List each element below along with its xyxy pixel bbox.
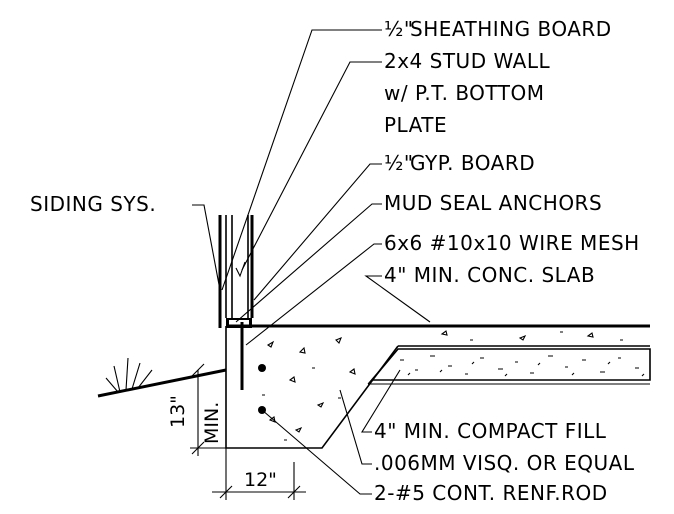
label-sheathing: SHEATHING BOARD bbox=[410, 17, 612, 41]
label-gyp-fraction: ½" bbox=[384, 151, 414, 175]
label-siding: SIDING SYS. bbox=[30, 192, 156, 216]
label-slab: 4" MIN. CONC. SLAB bbox=[384, 263, 595, 287]
dimension-depth-note: MIN. bbox=[201, 402, 223, 444]
leader-lines bbox=[192, 29, 431, 495]
label-rebar: 2-#5 CONT. RENF.ROD bbox=[374, 481, 608, 505]
label-stud-wall-2: w/ P.T. BOTTOM bbox=[384, 81, 545, 105]
label-compact-fill: 4" MIN. COMPACT FILL bbox=[374, 419, 607, 443]
grade-line bbox=[97, 357, 227, 398]
dimension-width-value: 12" bbox=[244, 469, 277, 491]
wall-assembly bbox=[218, 215, 254, 390]
label-mud-seal: MUD SEAL ANCHORS bbox=[384, 191, 602, 215]
label-stud-wall-3: PLATE bbox=[384, 113, 447, 137]
compact-fill-texture bbox=[400, 355, 645, 377]
label-sheathing-fraction: ½" bbox=[384, 17, 414, 41]
dimension-lines bbox=[190, 363, 306, 500]
label-gyp-board: GYP. BOARD bbox=[410, 151, 535, 175]
concrete-texture bbox=[262, 330, 623, 441]
label-wire-mesh: 6x6 #10x10 WIRE MESH bbox=[384, 231, 640, 255]
dimension-depth-value: 13" bbox=[167, 395, 189, 428]
concrete-footing-and-slab bbox=[225, 324, 651, 449]
label-stud-wall-1: 2x4 STUD WALL bbox=[384, 49, 550, 73]
label-visqueen: .006MM VISQ. OR EQUAL bbox=[374, 451, 635, 475]
